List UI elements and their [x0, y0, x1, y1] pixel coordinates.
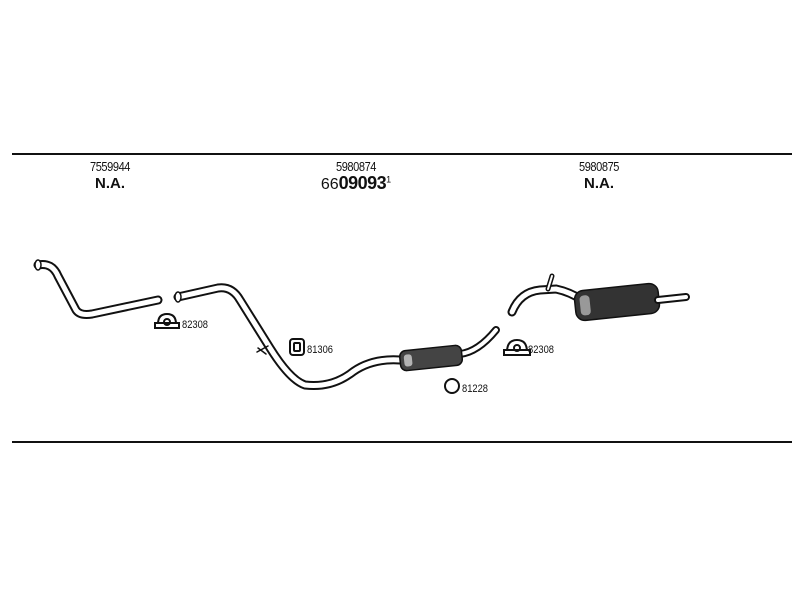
- part-column-front-pipe: 7559944 N.A.: [30, 159, 190, 192]
- rear-silencer: [573, 282, 690, 322]
- ring-label: 81228: [462, 383, 489, 395]
- hanger-label: 81306: [307, 344, 334, 356]
- top-divider: [12, 153, 792, 155]
- part-number: 7559944: [89, 159, 131, 174]
- bottom-divider: [12, 441, 792, 443]
- part-number: 5980874: [335, 159, 377, 174]
- part-code-sup: 1: [386, 174, 392, 185]
- part-status: N.A.: [95, 175, 125, 192]
- part-code-prefix: 66: [320, 176, 339, 193]
- part-column-middle-silencer: 5980874 66090931: [276, 159, 436, 194]
- middle-pipe: [173, 283, 500, 390]
- sealing-ring-icon: [444, 378, 460, 394]
- part-code-main: 09093: [338, 173, 387, 193]
- u-clamp-icon: [503, 338, 531, 356]
- part-status: N.A.: [584, 175, 614, 192]
- middle-silencer: [398, 344, 464, 372]
- part-column-rear-silencer: 5980875 N.A.: [519, 159, 679, 192]
- rear-pipe: [507, 273, 587, 317]
- rubber-hanger-icon: [289, 338, 305, 356]
- u-clamp-icon: [154, 312, 180, 329]
- clamp-label-left: 82308: [182, 319, 209, 331]
- front-pipe: [33, 259, 163, 319]
- part-number: 5980875: [578, 159, 620, 174]
- clamp-label-right: 82308: [528, 344, 555, 356]
- part-code: 66090931: [276, 173, 436, 194]
